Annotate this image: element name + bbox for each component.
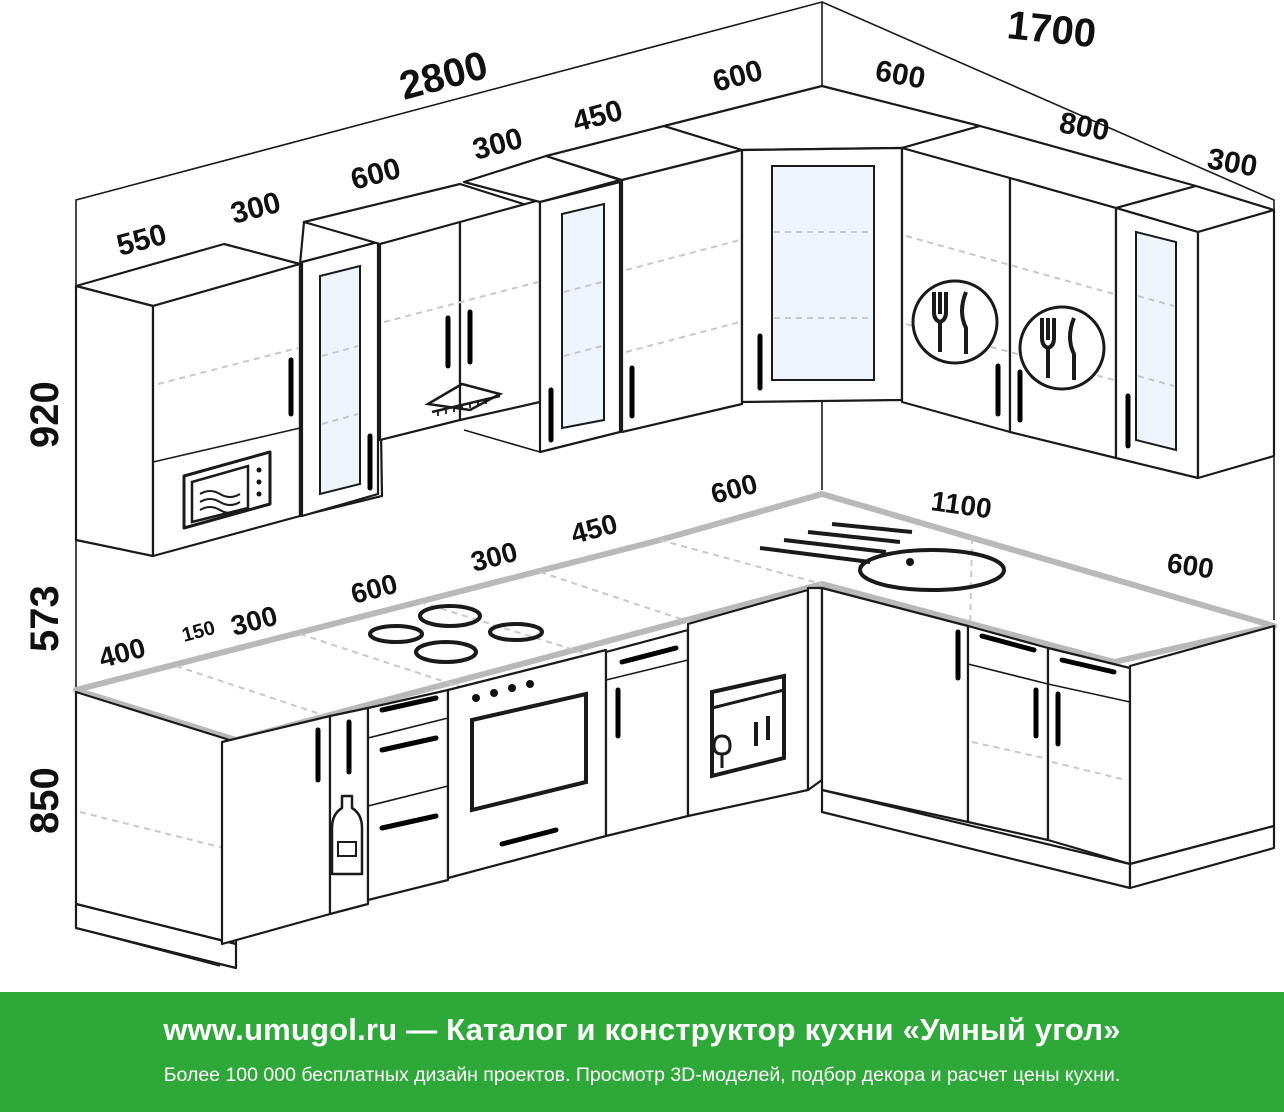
footer-banner: www.umugol.ru — Каталог и конструктор ку… bbox=[0, 992, 1284, 1112]
dim-upper-600c: 600 bbox=[873, 54, 928, 95]
kitchen-diagram: 2800 1700 550 300 600 300 450 600 600 80… bbox=[23, 0, 1277, 970]
dim-upper-total-left: 2800 bbox=[395, 43, 492, 109]
dim-height-850: 850 bbox=[23, 767, 67, 834]
sink-icon bbox=[759, 522, 1006, 592]
lower-cabinets-right bbox=[820, 586, 1276, 890]
dim-upper-total-right: 1700 bbox=[1005, 3, 1098, 56]
bottle-icon bbox=[330, 794, 364, 876]
upper-cabinets-right bbox=[662, 84, 1276, 480]
plate-cutlery-icon bbox=[911, 279, 999, 365]
dim-lower-600b: 600 bbox=[708, 468, 761, 510]
dim-upper-550: 550 bbox=[113, 218, 170, 263]
dim-lower-450: 450 bbox=[568, 508, 621, 550]
plate-cutlery-icon bbox=[1018, 305, 1106, 391]
microwave-icon bbox=[182, 450, 272, 530]
countertop bbox=[73, 491, 1277, 743]
dim-lower-300a: 300 bbox=[228, 600, 281, 642]
dim-lower-300b: 300 bbox=[468, 536, 521, 578]
dim-lower-600c: 600 bbox=[1165, 547, 1216, 584]
oven-icon bbox=[470, 680, 588, 847]
dim-upper-300b: 300 bbox=[469, 122, 526, 167]
dim-lower-1100: 1100 bbox=[929, 485, 993, 524]
dim-lower-150: 150 bbox=[180, 617, 218, 647]
dim-upper-450: 450 bbox=[569, 94, 626, 139]
cooktop-icon bbox=[368, 604, 544, 664]
dim-upper-300c: 300 bbox=[1205, 142, 1260, 183]
dim-height-573: 573 bbox=[23, 585, 67, 652]
dim-lower-600a: 600 bbox=[348, 568, 401, 610]
dim-upper-600a: 600 bbox=[347, 152, 404, 197]
hood-icon bbox=[424, 382, 504, 416]
dim-upper-300a: 300 bbox=[227, 186, 284, 231]
dishwasher-icon bbox=[710, 673, 786, 779]
upper-cabinets-left bbox=[74, 124, 744, 558]
banner-subtitle: Более 100 000 бесплатных дизайн проектов… bbox=[163, 1064, 1121, 1086]
lower-cabinets-left bbox=[74, 586, 824, 970]
dim-height-920: 920 bbox=[23, 381, 67, 448]
dim-upper-600b: 600 bbox=[709, 54, 766, 99]
dim-lower-400: 400 bbox=[96, 632, 149, 674]
banner-title[interactable]: www.umugol.ru — Каталог и конструктор ку… bbox=[163, 1012, 1121, 1047]
dim-upper-800: 800 bbox=[1057, 106, 1112, 147]
